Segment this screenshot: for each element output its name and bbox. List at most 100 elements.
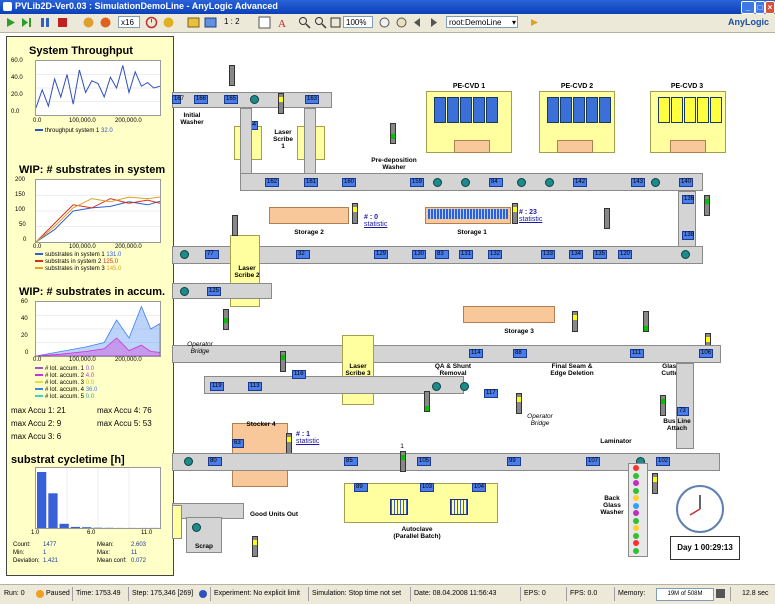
storage-3-buffer (463, 306, 555, 323)
chamber-slot (573, 97, 585, 123)
autoclave-label: Autoclave(Parallel Batch) (382, 526, 452, 540)
substrate: 119 (210, 382, 224, 391)
robot-icon (250, 95, 259, 104)
robot-icon (180, 250, 189, 259)
back-icon[interactable] (411, 16, 424, 29)
signal-light (229, 65, 235, 86)
stop-icon[interactable] (56, 16, 69, 29)
run-icon[interactable] (4, 16, 17, 29)
date-label: Date: 08.04.2008 11:56:43 (414, 590, 496, 597)
histogram-bar (60, 524, 69, 528)
robot-icon (460, 382, 469, 391)
max-accu-3: max Accu 3: 6 (11, 432, 61, 441)
separator (730, 587, 731, 601)
experiment-label: Experiment: No explicit limit (214, 590, 300, 597)
minimize-button[interactable]: _ (741, 1, 755, 14)
navigate-forward-icon[interactable] (528, 16, 541, 29)
legend-label: substrates in system 1 (45, 252, 105, 258)
tick-label: 6.0 (87, 530, 95, 536)
chamber-slot (710, 97, 722, 123)
legend-item: # lot. accum. 5 0.0 (35, 394, 94, 401)
close-button[interactable]: × (765, 1, 775, 14)
tick-label: 20 (21, 333, 28, 339)
virtual-time-icon[interactable] (162, 16, 175, 29)
real-time-icon[interactable] (145, 16, 158, 29)
step-icon[interactable] (199, 590, 207, 598)
legend-value: 145.0 (106, 266, 121, 272)
zoom-reset-icon[interactable] (378, 16, 391, 29)
loader (557, 140, 593, 153)
svg-text:A: A (278, 18, 286, 29)
tick-label: 100 (15, 207, 25, 213)
substrate: 116 (292, 370, 306, 379)
max-accu-2: max Accu 2: 9 (11, 419, 61, 428)
memory-meter: 19M of 508M (656, 588, 714, 601)
tick-label: 0.0 (33, 118, 41, 124)
substrate: 80 (208, 457, 222, 466)
tick-label: 60 (21, 299, 28, 305)
pause-icon[interactable] (38, 16, 51, 29)
speed-up-icon[interactable] (99, 16, 112, 29)
substrate: 132 (488, 250, 502, 259)
statistic-link[interactable]: statistic (296, 438, 319, 445)
slow-down-icon[interactable] (82, 16, 95, 29)
signal-light (232, 215, 238, 236)
substrate: 160 (342, 178, 356, 187)
stocker-4-label: Stocker 4 (236, 421, 286, 428)
grid-icon[interactable] (258, 16, 271, 29)
robot-icon (517, 178, 526, 187)
robot-icon (461, 178, 470, 187)
paused-icon (36, 590, 44, 598)
legend-label: # lot. accum. 4 (45, 387, 84, 393)
signal-light (252, 536, 258, 557)
tick-label: 40 (21, 316, 28, 322)
model-view-icon[interactable] (187, 16, 200, 29)
storage-2-buffer (269, 207, 349, 224)
legend-item: # lot. accum. 1 0.0 (35, 366, 94, 373)
signal-light (660, 395, 666, 416)
throughput-chart-svg (36, 61, 160, 115)
navigate-icon[interactable] (395, 16, 408, 29)
statistic-link[interactable]: statistic (519, 216, 542, 223)
zoom-fit-icon[interactable] (329, 16, 342, 29)
tick-label: 150 (15, 192, 25, 198)
stat-value: 1.421 (43, 557, 58, 565)
forward-icon[interactable] (427, 16, 440, 29)
legend-label: substrats in system 2 (45, 259, 101, 265)
zoom-out-icon[interactable] (314, 16, 327, 29)
statistic-link[interactable]: statistic (364, 221, 387, 228)
substrate: 88 (513, 349, 527, 358)
step-icon[interactable] (20, 16, 33, 29)
anylogic-brand[interactable]: AnyLogic (728, 17, 769, 27)
speed-field[interactable]: x16 (118, 16, 140, 28)
zoom-field[interactable]: 100% (343, 16, 373, 28)
queue-item (633, 525, 639, 531)
garbage-collect-icon[interactable] (716, 589, 725, 598)
stat-key: Max: (97, 549, 110, 557)
storage-3-label: Storage 3 (494, 328, 544, 335)
separator (210, 587, 211, 601)
font-icon[interactable]: A (276, 16, 289, 29)
stat-value: 0.072 (131, 557, 146, 565)
autoclave-rack (450, 499, 468, 515)
separator (72, 587, 73, 601)
maximize-button[interactable]: □ (755, 1, 765, 14)
signal-light (604, 208, 610, 229)
legend-value: 0.0 (86, 394, 94, 400)
legend-value: 131.0 (106, 252, 121, 258)
pe-cvd-1-label: PE-CVD 1 (444, 83, 494, 90)
layout-icon[interactable] (204, 16, 217, 29)
root-select[interactable]: root:DemoLine▾ (446, 16, 518, 28)
zoom-in-icon[interactable] (298, 16, 311, 29)
signal-light (704, 195, 710, 216)
window-title-bar: PVLib2D-Ver0.03 : SimulationDemoLine - A… (0, 0, 775, 14)
ratio-field[interactable]: 1 : 2 (222, 16, 254, 28)
step-label: Step: 175,346 [269] (132, 590, 193, 597)
signal-light (278, 93, 284, 114)
robot-icon (545, 178, 554, 187)
toolbar: x16 1 : 2 A 100% root:DemoLine▾ AnyLogic (0, 14, 775, 33)
